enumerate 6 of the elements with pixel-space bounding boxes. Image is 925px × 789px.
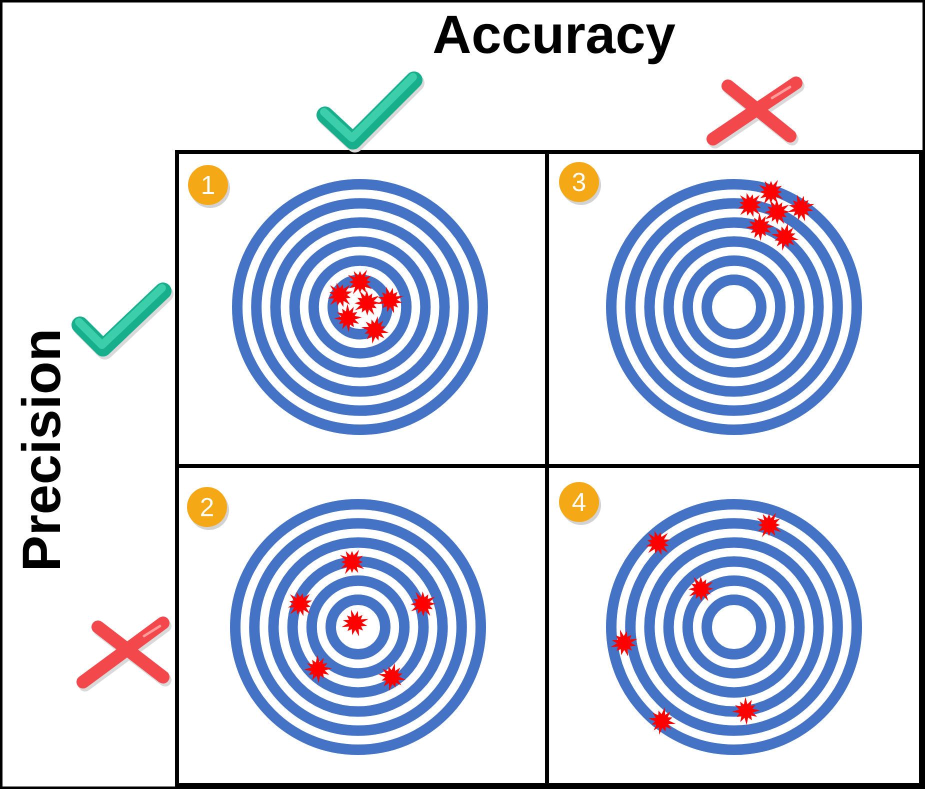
number-badge: 1: [188, 165, 230, 208]
number-badge: 3: [559, 162, 601, 205]
number-badge: 4: [559, 482, 601, 525]
column-heading: Accuracy: [434, 16, 676, 64]
number-badge: 2: [187, 487, 229, 530]
row-heading: Precision: [20, 332, 61, 568]
